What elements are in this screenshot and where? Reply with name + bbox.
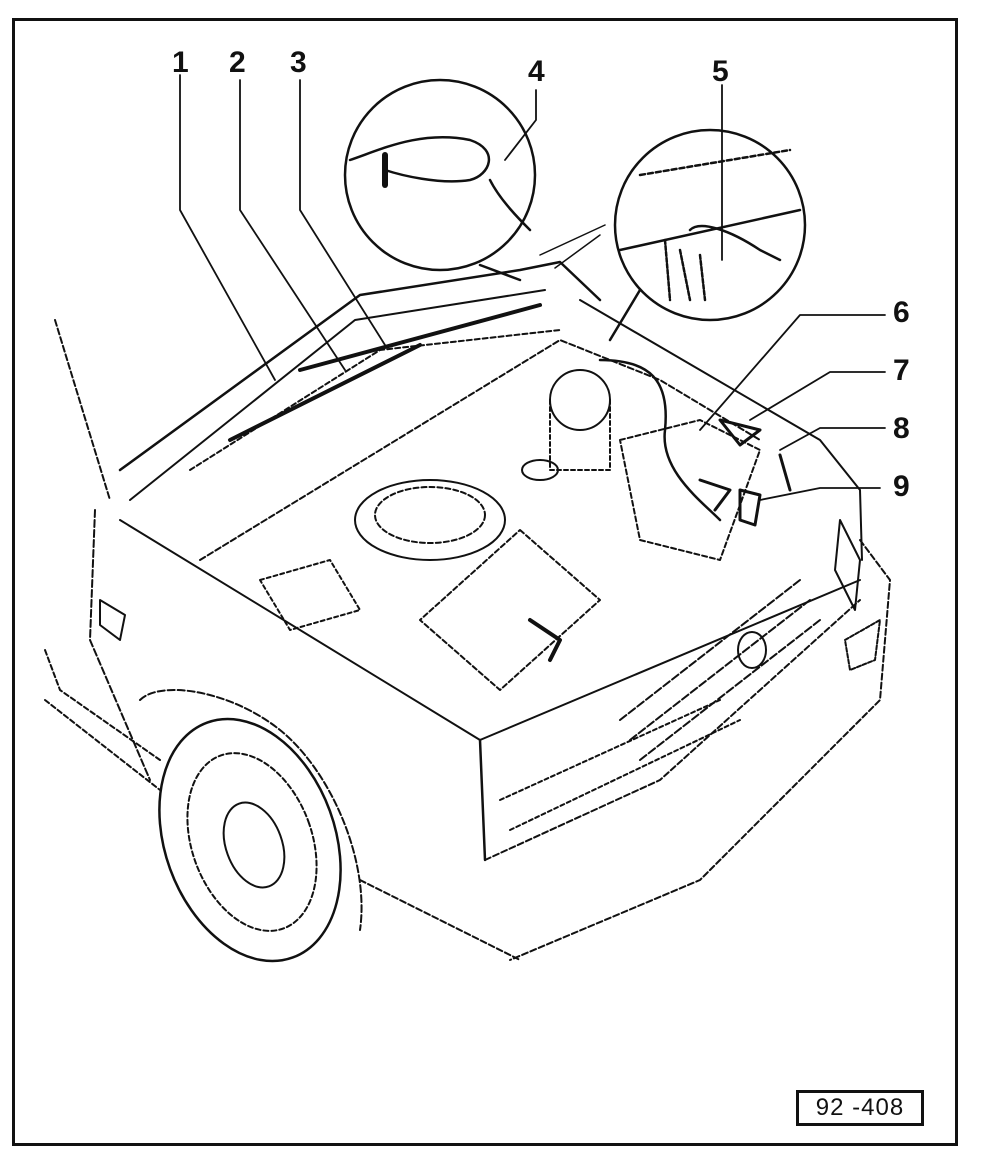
leader-line-7 bbox=[749, 371, 886, 421]
leader-line-8 bbox=[779, 427, 886, 451]
hood-lid bbox=[54, 224, 606, 501]
callout-4: 4 bbox=[528, 55, 545, 88]
diagram-frame bbox=[12, 18, 958, 1146]
leader-line-4 bbox=[504, 89, 537, 161]
callout-8: 8 bbox=[893, 412, 910, 445]
leader-line-1 bbox=[179, 74, 276, 381]
leader-line-3 bbox=[299, 79, 386, 346]
callout-7: 7 bbox=[893, 354, 910, 387]
leader-lines bbox=[179, 74, 886, 501]
figure-id-label: 92 -408 bbox=[796, 1090, 924, 1126]
leader-line-6 bbox=[699, 314, 886, 431]
callout-1: 1 bbox=[172, 46, 189, 79]
leader-line-2 bbox=[239, 79, 346, 371]
leader-line-9 bbox=[759, 487, 881, 501]
callout-2: 2 bbox=[229, 46, 246, 79]
callout-6: 6 bbox=[893, 296, 910, 329]
detail-inset-4 bbox=[343, 78, 537, 282]
callout-5: 5 bbox=[712, 55, 729, 88]
engine-bay bbox=[199, 339, 792, 691]
callout-9: 9 bbox=[893, 470, 910, 503]
car-body bbox=[44, 299, 891, 961]
front-wheel bbox=[139, 689, 363, 963]
detail-inset-5 bbox=[608, 128, 807, 342]
callout-3: 3 bbox=[290, 46, 307, 79]
